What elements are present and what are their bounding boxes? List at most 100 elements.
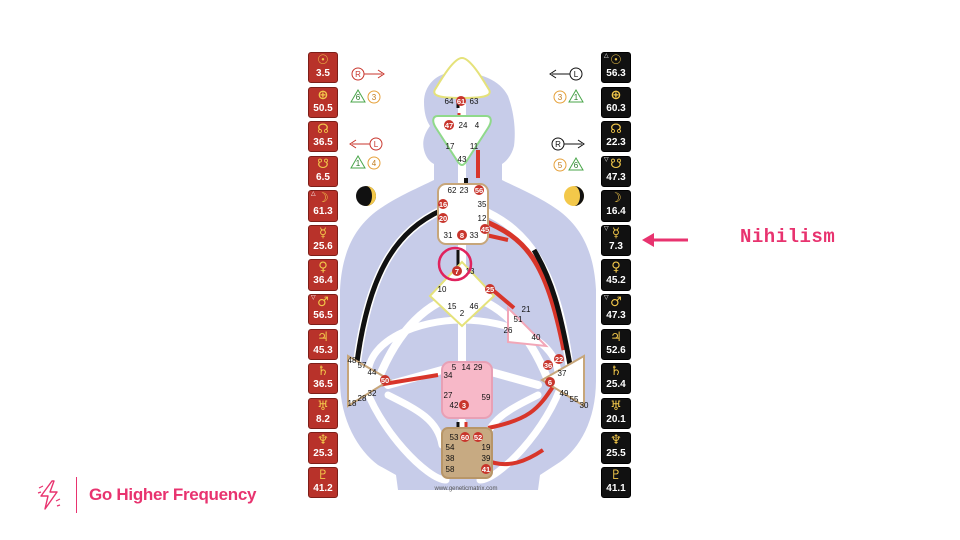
planet-value: 50.5 (313, 102, 333, 114)
planet-value: 36.5 (313, 137, 333, 149)
planet-value: 47.3 (606, 310, 626, 322)
svg-text:39: 39 (482, 454, 491, 463)
svg-text:37: 37 (558, 369, 567, 378)
svg-text:16: 16 (439, 200, 447, 209)
planet-value: 45.2 (606, 275, 626, 287)
planet-symbol-icon: ♇ (610, 467, 622, 483)
planet-marker: △ (604, 53, 609, 59)
svg-text:51: 51 (514, 315, 523, 324)
planet-symbol-icon: ♆ (610, 433, 622, 449)
planet-symbol-icon: ♂ (610, 295, 622, 311)
planet-value: 25.6 (313, 240, 333, 252)
svg-text:14: 14 (462, 363, 471, 372)
personality-planet-11: ♆25.5 (601, 432, 631, 464)
design-planet-2: ☊36.5 (308, 121, 338, 153)
svg-text:54: 54 (446, 443, 455, 452)
svg-text:53: 53 (450, 433, 459, 442)
moon-icon-left (356, 186, 376, 206)
throat-center (437, 183, 489, 245)
svg-text:59: 59 (482, 393, 491, 402)
planet-value: 22.3 (606, 137, 626, 149)
ego-center (507, 305, 549, 348)
svg-text:R: R (355, 70, 361, 79)
svg-text:25: 25 (486, 285, 494, 294)
planet-value: 25.4 (606, 379, 626, 391)
planet-symbol-icon: ♅ (610, 398, 622, 414)
design-planet-column: ☉3.5⊕50.5☊36.5☋6.5△☽61.3☿25.6♀36.4▽♂56.5… (308, 52, 338, 502)
svg-text:29: 29 (474, 363, 483, 372)
design-planet-11: ♆25.3 (308, 432, 338, 464)
planet-symbol-icon: ♃ (610, 329, 622, 345)
svg-text:28: 28 (358, 394, 367, 403)
svg-text:3: 3 (558, 93, 563, 102)
annotation-arrow (642, 233, 688, 247)
svg-text:40: 40 (532, 333, 541, 342)
svg-text:18: 18 (348, 399, 357, 408)
planet-value: 25.5 (606, 448, 626, 460)
planet-value: 41.2 (313, 482, 333, 494)
svg-text:30: 30 (580, 401, 589, 410)
planet-symbol-icon: ♇ (317, 467, 329, 483)
planet-value: 61.3 (313, 206, 333, 218)
svg-text:1: 1 (356, 159, 361, 168)
svg-text:62: 62 (448, 186, 457, 195)
personality-planet-2: ☊22.3 (601, 121, 631, 153)
svg-text:3: 3 (462, 401, 466, 410)
svg-text:61: 61 (457, 97, 465, 106)
svg-text:R: R (555, 140, 561, 149)
design-planet-0: ☉3.5 (308, 52, 338, 84)
planet-value: 47.3 (606, 171, 626, 183)
svg-text:42: 42 (450, 401, 459, 410)
svg-text:46: 46 (470, 302, 479, 311)
planet-symbol-icon: ☽ (317, 191, 329, 207)
svg-text:L: L (374, 140, 379, 149)
svg-text:34: 34 (444, 371, 453, 380)
planet-value: 56.3 (606, 68, 626, 79)
planet-value: 7.3 (609, 240, 623, 252)
planet-symbol-icon: ☿ (319, 225, 327, 241)
design-planet-1: ⊕50.5 (308, 86, 338, 118)
svg-text:41: 41 (482, 465, 490, 474)
svg-text:57: 57 (358, 361, 367, 370)
svg-text:60: 60 (461, 433, 469, 442)
planet-value: 60.3 (606, 102, 626, 114)
planet-symbol-icon: ☊ (610, 122, 622, 138)
personality-planet-12: ♇41.1 (601, 466, 631, 499)
svg-text:12: 12 (478, 214, 487, 223)
moon-phase-icons (356, 186, 584, 206)
personality-planet-5: ▽☿7.3 (601, 224, 631, 257)
sacral-center (441, 361, 493, 419)
design-planet-3: ☋6.5 (308, 155, 338, 187)
design-planet-10: ♅8.2 (308, 397, 338, 429)
planet-symbol-icon: ☿ (612, 225, 620, 241)
svg-text:32: 32 (368, 389, 377, 398)
planet-symbol-icon: ☊ (317, 122, 329, 138)
planet-marker: ▽ (604, 225, 609, 232)
planet-value: 36.5 (313, 379, 333, 391)
planet-marker: ▽ (604, 295, 609, 302)
planet-symbol-icon: ♀ (318, 260, 328, 276)
svg-text:20: 20 (439, 214, 447, 223)
svg-text:47: 47 (445, 121, 453, 130)
planet-symbol-icon: ☉ (317, 53, 329, 68)
brand-name: Go Higher Frequency (89, 485, 257, 504)
planet-value: 41.1 (606, 482, 626, 494)
planet-value: 56.5 (313, 310, 333, 322)
planet-symbol-icon: ♆ (317, 433, 329, 449)
planet-value: 25.3 (313, 448, 333, 460)
svg-text:43: 43 (458, 155, 467, 164)
svg-text:7: 7 (455, 267, 459, 276)
svg-text:63: 63 (470, 97, 479, 106)
personality-planet-column: △☉56.3⊕60.3☊22.3▽☋47.3☽16.4▽☿7.3♀45.2▽♂4… (601, 52, 631, 502)
annotation-label: Nihilism (740, 226, 836, 248)
svg-text:56: 56 (475, 186, 483, 195)
design-planet-9: ♄36.5 (308, 363, 338, 395)
svg-text:5: 5 (558, 161, 563, 170)
planet-symbol-icon: ☉ (610, 53, 622, 68)
planet-symbol-icon: ♃ (317, 329, 329, 345)
svg-text:55: 55 (570, 395, 579, 404)
svg-text:24: 24 (459, 121, 468, 130)
svg-text:1: 1 (574, 93, 579, 102)
bodygraph: 64 63 24 4 17 11 43 62 23 35 12 31 33 13… (340, 56, 596, 492)
personality-planet-1: ⊕60.3 (601, 86, 631, 118)
